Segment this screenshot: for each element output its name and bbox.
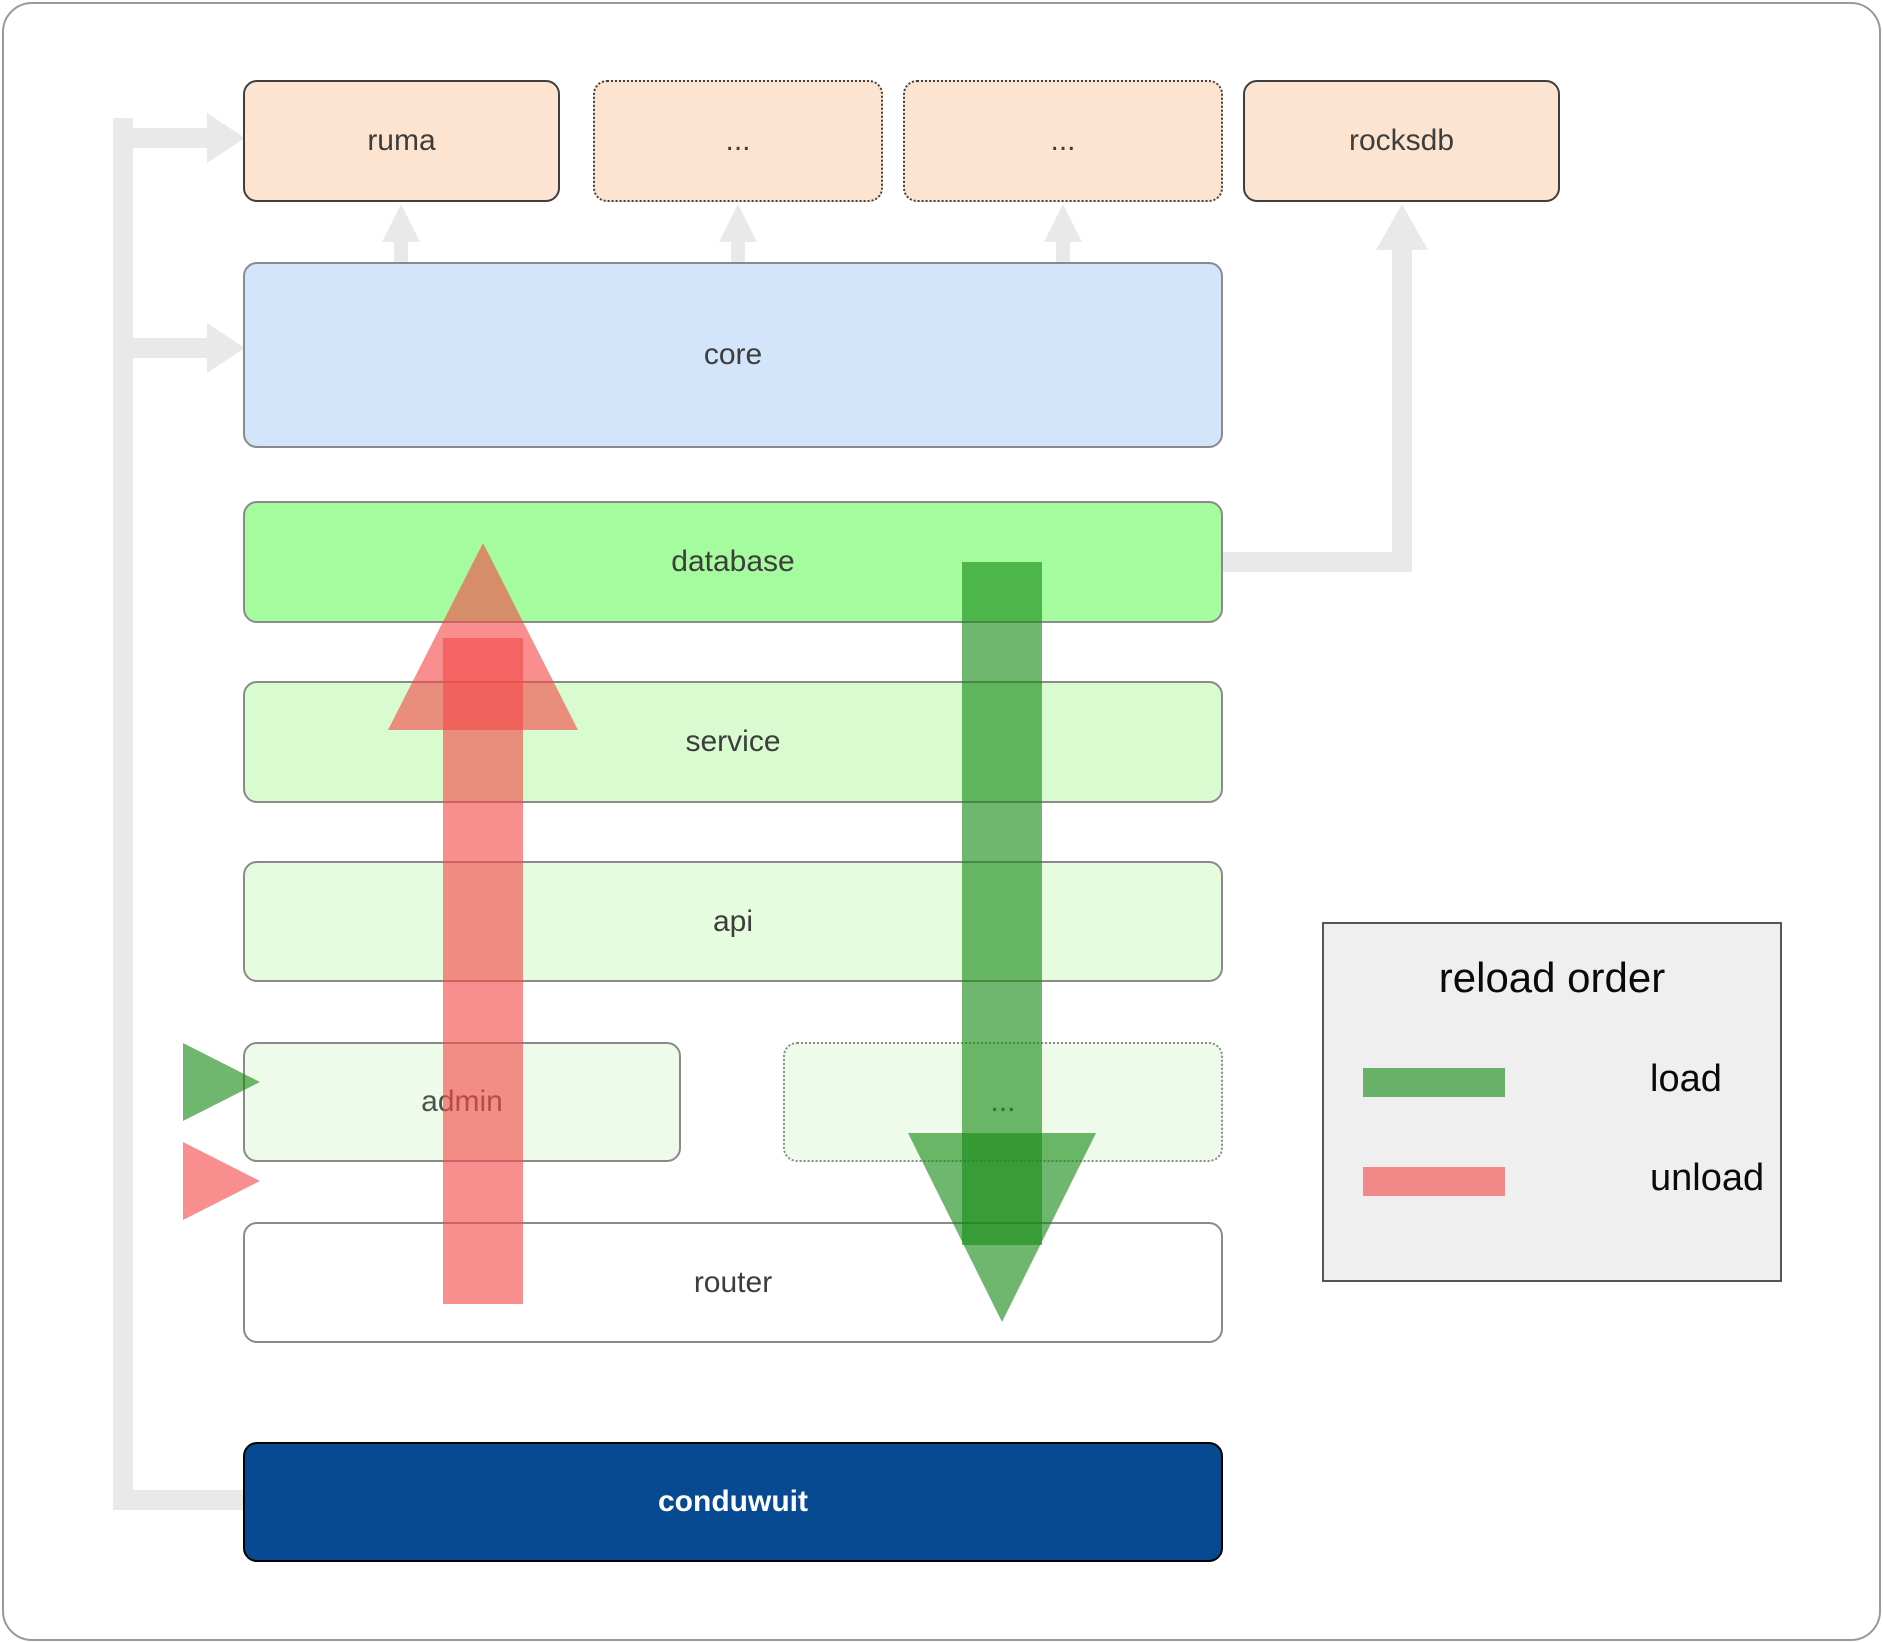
database-to-rocksdb-vertical: [1392, 248, 1412, 572]
legend-unload-arrow-shaft: [1363, 1167, 1505, 1196]
core-to-ellipsis1-shaft: [731, 240, 745, 262]
node-core: core: [243, 262, 1223, 448]
node-service-label: service: [685, 725, 781, 758]
database-to-rocksdb-horizontal: [1223, 552, 1412, 572]
node-database-label: database: [671, 545, 795, 578]
node-service: service: [243, 681, 1223, 803]
connector-to-core: [133, 338, 207, 358]
node-ruma-label: ruma: [367, 124, 436, 157]
left-vertical-connector: [113, 118, 133, 1510]
load-arrow-shaft: [962, 562, 1042, 1245]
unload-arrow-shaft: [443, 638, 523, 1304]
node-api-label: api: [712, 904, 754, 938]
connector-to-ruma: [133, 128, 207, 148]
node-ellipsis-top-2-label: ...: [1050, 124, 1076, 157]
node-rocksdb-label: rocksdb: [1348, 124, 1455, 157]
node-ellipsis-top-2: ...: [903, 80, 1223, 202]
node-api: api: [243, 861, 1223, 982]
core-to-ruma-shaft: [394, 240, 408, 262]
node-core-label: core: [703, 338, 763, 371]
conduwuit-elbow-connector: [113, 1490, 243, 1510]
node-ellipsis-top-1: ...: [593, 80, 883, 202]
legend-unload-label: unload: [1650, 1157, 1765, 1199]
legend: reload order: [1322, 922, 1782, 1282]
node-rocksdb: rocksdb: [1243, 80, 1560, 202]
legend-title: reload order: [1438, 954, 1666, 1001]
node-router: router: [243, 1222, 1223, 1343]
node-ellipsis-top-1-label: ...: [725, 124, 751, 157]
node-ruma: ruma: [243, 80, 560, 202]
legend-load-arrow-shaft: [1363, 1068, 1505, 1097]
node-conduwuit: conduwuit: [243, 1442, 1223, 1562]
node-router-label: router: [693, 1265, 773, 1299]
core-to-ellipsis2-shaft: [1056, 240, 1070, 262]
legend-load-label: load: [1650, 1058, 1722, 1100]
node-conduwuit-label: conduwuit: [658, 1485, 808, 1518]
node-database: database: [243, 501, 1223, 623]
